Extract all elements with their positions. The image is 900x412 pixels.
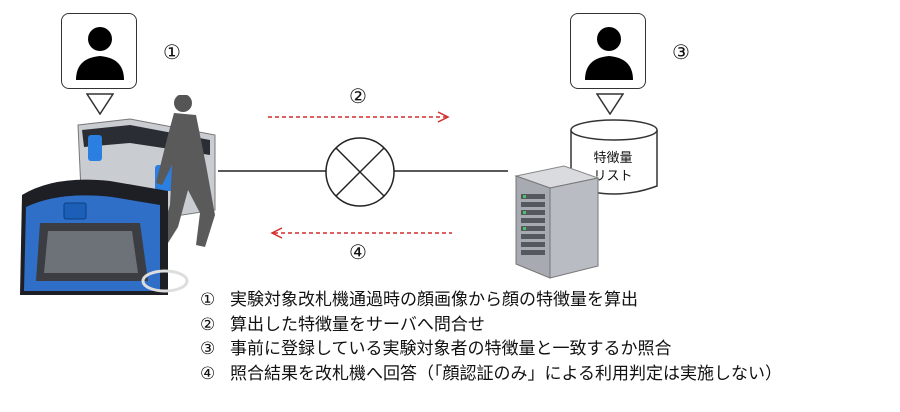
server-tower-icon [514, 165, 600, 279]
request-arrow [268, 111, 450, 123]
user-silhouette-icon [585, 27, 633, 80]
right-user-box [570, 13, 646, 89]
step-2-marker: ② [349, 84, 367, 108]
legend-text: 照合結果を改札機へ回答（「顔認証のみ」による利用判定は実施しない） [230, 363, 782, 384]
legend-number: ① [200, 290, 216, 310]
legend-number: ② [200, 314, 216, 335]
user-silhouette-icon [76, 27, 124, 80]
left-user-box [61, 13, 137, 89]
legend-number: ④ [200, 363, 216, 384]
database-label: 特徴量 リスト [571, 150, 655, 186]
ticket-gate-illustration [20, 95, 216, 295]
step-1-marker: ① [163, 40, 181, 64]
response-arrow [270, 227, 452, 239]
legend-item: ③ 事前に登録している実験対象者の特徴量と一致するか照合 [200, 337, 782, 362]
legend-text: 算出した特徴量をサーバへ問合せ [230, 314, 485, 335]
down-triangle-icon [596, 93, 624, 115]
step-4-marker: ④ [349, 240, 367, 264]
crossed-circle-icon [325, 137, 395, 207]
legend-item: ④ 照合結果を改札機へ回答（「顔認証のみ」による利用判定は実施しない） [200, 362, 782, 387]
step-3-marker: ③ [672, 40, 690, 64]
legend-list: ① 実験対象改札機通過時の顔画像から顔の特徴量を算出 ② 算出した特徴量をサーバ… [200, 288, 782, 386]
legend-number: ③ [200, 339, 216, 359]
down-triangle-icon [86, 93, 114, 115]
database-label-line2: リスト [593, 169, 633, 184]
legend-text: 実験対象改札機通過時の顔画像から顔の特徴量を算出 [230, 290, 638, 310]
database-label-line1: 特徴量 [593, 151, 633, 166]
legend-text: 事前に登録している実験対象者の特徴量と一致するか照合 [230, 339, 672, 359]
legend-item: ① 実験対象改札機通過時の顔画像から顔の特徴量を算出 [200, 288, 782, 313]
legend-item: ② 算出した特徴量をサーバへ問合せ [200, 313, 782, 338]
